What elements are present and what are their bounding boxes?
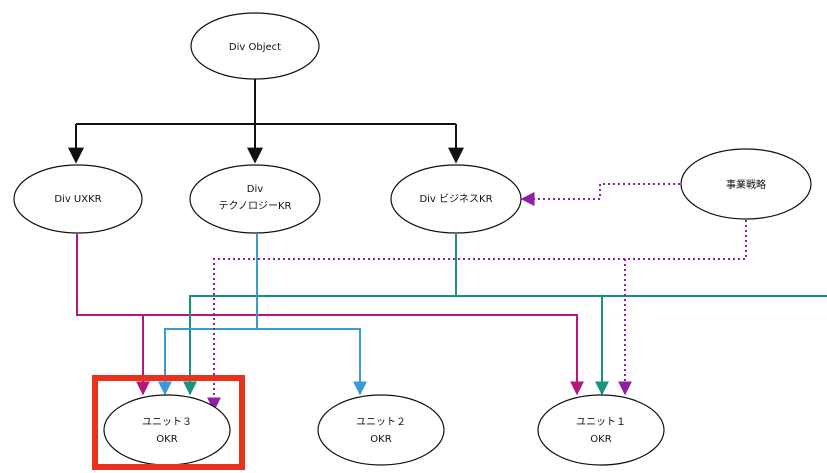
node-div-biz-label: Div ビジネスKR [419, 193, 492, 205]
node-unit3[interactable]: ユニット３ OKR [103, 394, 231, 466]
node-div-object-label: Div Object [229, 42, 281, 53]
connector-biz-path [455, 234, 827, 297]
biz-connectors [183, 234, 827, 396]
node-unit3-line1: ユニット３ [142, 417, 192, 428]
node-div-biz[interactable]: Div ビジネスKR [390, 164, 522, 234]
connector-biz-to-unit3 [183, 295, 602, 396]
node-unit1-line1: ユニット１ [576, 417, 626, 428]
node-unit2-line1: ユニット２ [356, 417, 406, 428]
node-unit3-line2: OKR [156, 434, 177, 445]
node-div-tech-line1: Div [247, 184, 263, 195]
highlight-box-unit3 [92, 375, 245, 470]
node-unit1-line2: OKR [590, 434, 611, 445]
connector-tech-to-unit2 [257, 328, 367, 396]
connector-uxkr-path [76, 234, 584, 396]
node-strategy-label: 事業戦略 [726, 178, 766, 191]
node-div-uxkr-label: Div UXKR [54, 194, 101, 205]
strategy-connectors [207, 183, 747, 412]
node-unit2[interactable]: ユニット２ OKR [317, 394, 445, 466]
node-strategy[interactable]: 事業戦略 [680, 148, 812, 220]
ux-connectors [76, 234, 584, 396]
node-unit2-line2: OKR [370, 434, 391, 445]
node-unit1[interactable]: ユニット１ OKR [537, 394, 665, 466]
node-div-tech[interactable]: Div テクノロジーKR [189, 164, 321, 234]
tech-connectors [158, 234, 367, 396]
connector-strategy-down [207, 220, 747, 412]
hierarchy-connectors [68, 78, 464, 164]
node-div-tech-line2: テクノロジーKR [219, 200, 292, 212]
connector-tech-to-unit3 [158, 328, 257, 396]
node-div-uxkr[interactable]: Div UXKR [13, 164, 143, 234]
node-div-object[interactable]: Div Object [190, 12, 320, 80]
connector-strategy-to-biz [520, 183, 680, 206]
